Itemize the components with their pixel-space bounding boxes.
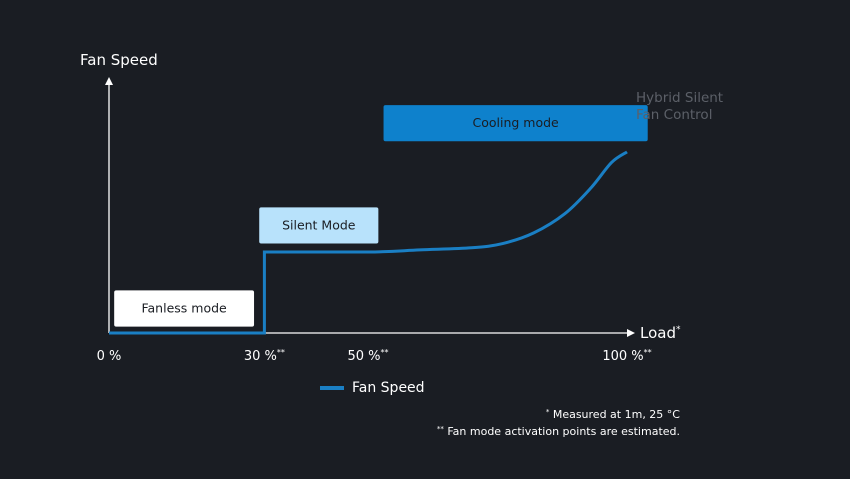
x-axis-arrow — [627, 329, 635, 337]
x-tick-label-text: 0 % — [97, 349, 122, 364]
footnote-estimated: ** Fan mode activation points are estima… — [436, 425, 680, 438]
series-layer — [109, 150, 628, 335]
y-axis-arrow — [105, 77, 113, 85]
mode-box-silent-mode — [259, 207, 379, 244]
x-tick-label: 0 % — [97, 349, 122, 364]
footnote-measured: * Measured at 1m, 25 °C — [545, 408, 680, 421]
curve-label-line: Fan Control — [636, 107, 712, 123]
mode-box-label-cooling-mode: Cooling mode — [473, 115, 560, 130]
x-tick-label: 30 %** — [244, 348, 285, 364]
mode-box-label-silent-mode: Silent Mode — [282, 217, 356, 232]
curve-label-line: Hybrid Silent — [636, 90, 723, 106]
mode-boxes: Fanless mode Silent Mode Cooling mode — [114, 105, 648, 327]
x-axis-title: Load* — [640, 324, 681, 342]
legend-swatch-fan-speed — [320, 386, 344, 390]
mode-box-cooling-mode — [383, 105, 648, 142]
x-tick-label: 100 %** — [602, 348, 651, 364]
x-tick-label-marker: ** — [381, 348, 389, 357]
x-tick-label: 50 %** — [347, 348, 388, 364]
y-axis-title: Fan Speed — [80, 51, 158, 69]
series-line-fan-speed — [109, 150, 628, 335]
x-tick-label-marker: ** — [644, 348, 652, 357]
x-tick-label-text: 100 % — [602, 349, 643, 364]
mode-box-fanless-mode — [114, 290, 255, 327]
x-tick-label-text: 30 % — [244, 349, 277, 364]
x-tick-label-marker: ** — [277, 348, 285, 357]
x-tick-label-text: 50 % — [347, 349, 380, 364]
legend-label-fan-speed: Fan Speed — [352, 380, 425, 396]
legend: Fan Speed — [320, 380, 425, 396]
footnotes: * Measured at 1m, 25 °C ** Fan mode acti… — [437, 405, 680, 439]
mode-box-label-fanless-mode: Fanless mode — [141, 301, 227, 316]
x-axis-title-marker: * — [676, 325, 681, 335]
x-axis-title-text: Load — [640, 324, 676, 342]
